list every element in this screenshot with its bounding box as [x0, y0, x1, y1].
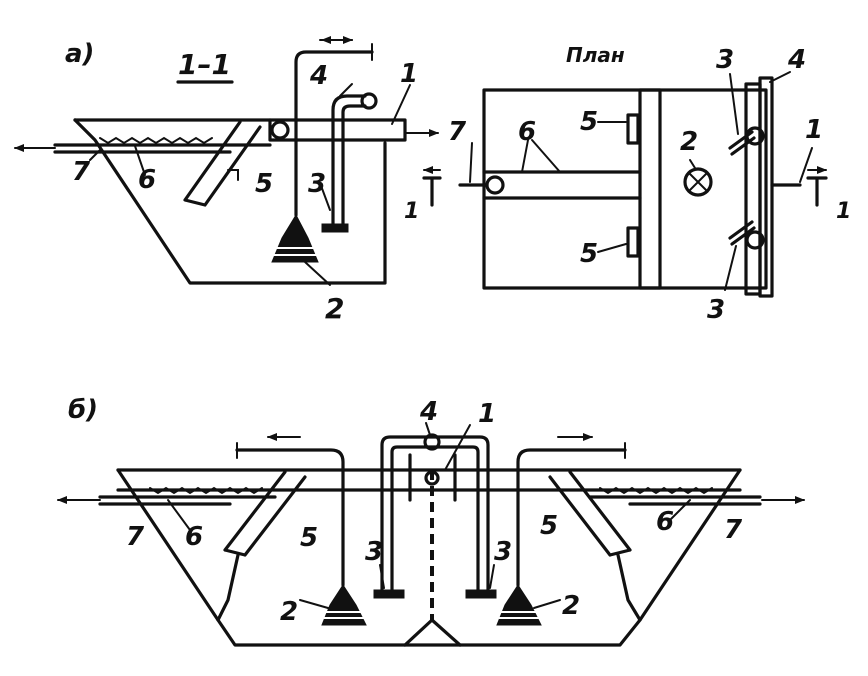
tray-7-b-right: [588, 495, 762, 506]
plan-outlet-7: [485, 175, 505, 195]
pump-4-b: [423, 433, 441, 451]
plan-beam: [638, 88, 662, 290]
callout-plan-1-right: 1: [836, 199, 851, 224]
section-marker-right: [806, 176, 828, 207]
callout-b-5-left: 5: [300, 523, 318, 553]
baffle-hook-a: [227, 169, 239, 181]
callout-a-3: 3: [308, 169, 326, 199]
callout-b-7-right: 7: [724, 515, 743, 545]
callout-a-6: 6: [138, 165, 156, 195]
baffle-5-b-left: [223, 470, 307, 557]
callout-a-1: 1: [400, 59, 418, 89]
baffle-5-a: [183, 120, 262, 207]
nozzle-3-a: [321, 223, 349, 233]
bridge-a: [268, 118, 407, 142]
callout-b-2-left: 2: [280, 597, 298, 627]
panel-b-section: [57, 422, 805, 647]
section-label: 1–1: [178, 48, 231, 81]
callout-plan-7: 7: [448, 117, 467, 147]
tray-7-a: [53, 143, 272, 154]
bell-2-b-right: [496, 584, 542, 626]
callout-b-2-right: 2: [562, 591, 580, 621]
wave-6-a: [99, 136, 213, 145]
tank-a-outline: [73, 118, 387, 285]
callout-b-3-left: 3: [365, 537, 383, 567]
plan-roller-5-top: [626, 113, 640, 145]
wave-6-b-left: [149, 486, 263, 495]
plan-nozzle-3-top: [728, 130, 756, 156]
callout-a-5: 5: [255, 169, 273, 199]
plan-bridge-4: [744, 82, 762, 296]
callout-b-6-left: 6: [185, 522, 203, 552]
bell-2-a: [271, 213, 319, 263]
plan-bell-2: [683, 167, 713, 197]
callout-a-2: 2: [325, 292, 344, 325]
callout-b-3-right: 3: [494, 537, 512, 567]
panel-b-label: б): [68, 395, 98, 425]
wheel-a-left: [270, 120, 290, 140]
callout-b-1: 1: [478, 399, 496, 429]
pipe-2-b-left: [235, 448, 345, 587]
callout-b-5-right: 5: [540, 511, 558, 541]
callout-plan-6: 6: [518, 117, 536, 147]
nozzle-3-b-left: [373, 589, 405, 599]
callout-plan-3-top: 3: [716, 45, 734, 75]
callout-b-7-left: 7: [126, 522, 145, 552]
panel-a-plan: [422, 71, 828, 298]
baffle-5-b-right: [548, 470, 632, 557]
callout-plan-1-left: 1: [404, 199, 419, 224]
callout-plan-5-bottom: 5: [580, 239, 598, 269]
pump-4-a: [360, 92, 378, 110]
callout-a-7: 7: [72, 157, 91, 187]
callout-plan-5-top: 5: [580, 107, 598, 137]
tray-7-b-left: [98, 495, 277, 506]
pipe-4-a: [331, 94, 367, 230]
bell-2-b-left: [321, 584, 367, 626]
pipe-2-b-right: [516, 448, 627, 587]
panel-a-section: [14, 36, 439, 286]
plan-nozzle-3-bottom: [728, 220, 756, 246]
pipe-4-b: [380, 435, 490, 594]
callout-a-4: 4: [309, 61, 328, 91]
callout-plan-4: 4: [787, 45, 806, 75]
plan-label: План: [566, 43, 625, 67]
callout-plan-2: 2: [680, 127, 698, 157]
central-hub: [408, 453, 457, 502]
shaft-base: [403, 618, 462, 647]
wave-6-b-right: [599, 486, 713, 495]
callout-b-4: 4: [419, 397, 438, 427]
callout-plan-3-bottom: 3: [707, 295, 725, 325]
pipe-2-a: [294, 50, 374, 217]
plan-roller-5-bottom: [626, 226, 640, 258]
nozzle-3-b-right: [465, 589, 497, 599]
tank-b-outline: [116, 468, 742, 647]
panel-a-label: а): [65, 39, 94, 69]
section-marker-left: [422, 176, 442, 207]
plan-rail: [758, 76, 774, 298]
callout-plan-1: 1: [805, 115, 823, 145]
plan-outline: [482, 88, 768, 290]
callout-b-6-right: 6: [656, 507, 674, 537]
